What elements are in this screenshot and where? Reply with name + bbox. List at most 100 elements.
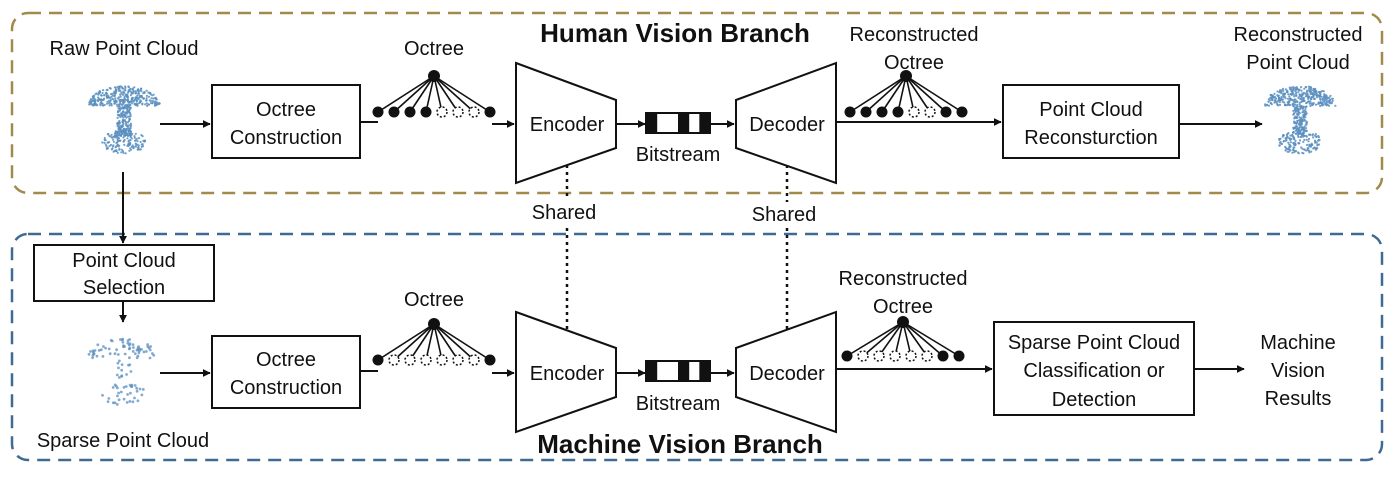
point [134, 104, 138, 107]
results-label-line2: Vision [1271, 360, 1325, 382]
octree-occupied-node [860, 106, 872, 118]
point [99, 348, 103, 352]
point [123, 352, 127, 356]
point [147, 91, 150, 94]
point [117, 139, 120, 142]
point [134, 142, 137, 145]
point [129, 106, 132, 109]
point [132, 91, 135, 95]
point [1300, 89, 1303, 92]
point [153, 97, 157, 100]
point [126, 104, 129, 108]
point [111, 386, 115, 389]
point [126, 339, 130, 342]
point [1303, 138, 1306, 141]
point [1292, 86, 1295, 89]
point [1281, 100, 1284, 103]
point [1284, 139, 1287, 142]
point [1267, 98, 1270, 101]
point [1301, 99, 1304, 102]
octree-branch [425, 75, 435, 113]
point [1304, 129, 1307, 133]
point [149, 345, 153, 348]
point [105, 147, 108, 150]
point [116, 85, 119, 88]
point [93, 97, 96, 100]
point [1282, 89, 1285, 92]
octree-root-node [897, 316, 909, 328]
point [1305, 134, 1308, 137]
point [141, 103, 144, 106]
point [1278, 98, 1281, 101]
point [110, 133, 113, 136]
machine-octree-construction-line2: Construction [230, 377, 342, 399]
point [110, 104, 113, 107]
point [136, 346, 140, 350]
point [122, 102, 125, 105]
point [112, 135, 115, 139]
point [1324, 96, 1327, 99]
point-cloud-reconstruction-box: Point Cloud Reconsturction [1002, 84, 1180, 159]
point [1296, 126, 1299, 129]
point [139, 148, 142, 151]
point [133, 396, 136, 400]
machine-octree-construction-line1: Octree [256, 349, 316, 371]
octree-branch [433, 323, 459, 361]
point [144, 350, 148, 353]
shared-label-left: Shared [532, 202, 597, 224]
octree-empty-node [404, 354, 416, 366]
point [1310, 96, 1313, 99]
point [1285, 133, 1288, 136]
point [1289, 145, 1292, 148]
octree-branch [425, 323, 435, 361]
point [113, 90, 116, 93]
raw-point-cloud-image [88, 85, 161, 155]
point [1289, 97, 1292, 100]
point [116, 394, 119, 398]
point [1309, 90, 1312, 93]
machine-encoder-block: Encoder [515, 310, 617, 434]
octree-occupied-node [937, 350, 949, 362]
point [1288, 148, 1291, 151]
point [129, 87, 132, 91]
point [120, 107, 123, 110]
human-branch-container [10, 11, 1384, 195]
point [140, 348, 143, 351]
task-box-line1: Sparse Point Cloud [1008, 332, 1180, 354]
point [129, 136, 132, 139]
shared-label-right: Shared [752, 204, 817, 226]
point [122, 100, 125, 103]
point [1316, 143, 1319, 146]
sparse-point-cloud-label: Sparse Point Cloud [37, 430, 209, 452]
point [1279, 137, 1282, 140]
octree-occupied-node [876, 106, 888, 118]
point [139, 140, 142, 144]
point [136, 140, 139, 143]
octree-empty-node [905, 350, 917, 362]
point [117, 110, 120, 113]
point [153, 102, 157, 105]
point [133, 136, 136, 139]
point [1300, 117, 1303, 120]
point [105, 95, 108, 98]
point [1308, 96, 1311, 99]
point [1277, 95, 1280, 98]
point [1307, 97, 1310, 100]
point [130, 134, 133, 137]
point [121, 125, 125, 128]
point [1295, 116, 1298, 119]
point [108, 134, 111, 137]
point [1308, 87, 1311, 90]
point [119, 89, 122, 92]
point [1312, 136, 1315, 139]
point [1298, 103, 1301, 106]
point [123, 115, 126, 118]
point [1302, 114, 1305, 117]
bitstream-bit [646, 113, 658, 133]
point [116, 125, 119, 128]
point [1305, 101, 1308, 104]
point [1307, 100, 1310, 103]
octree-branch [897, 75, 907, 113]
point [131, 343, 135, 346]
point-cloud-reconstruction-line2: Reconsturction [1024, 127, 1157, 149]
